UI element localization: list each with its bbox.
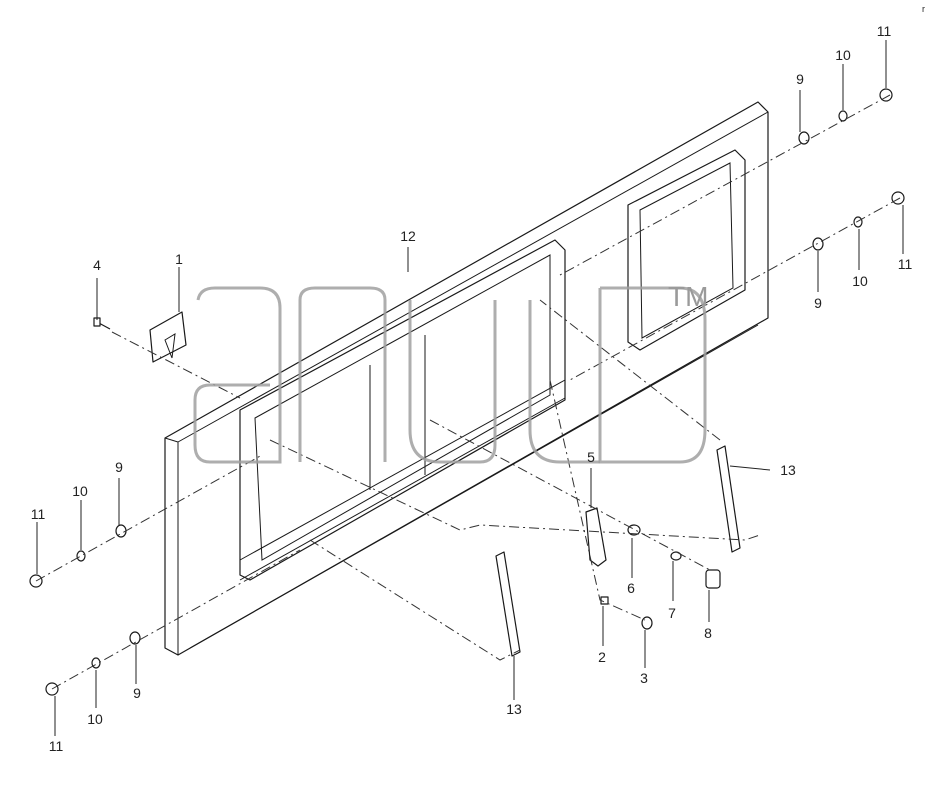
callout-9-mid-right: 9 — [814, 295, 822, 311]
bolt-4 — [93, 317, 111, 330]
callout-4: 4 — [93, 257, 101, 273]
gas-strut-left — [495, 551, 521, 657]
assembly-lines — [35, 94, 901, 690]
callout-9-left-lower: 9 — [133, 685, 141, 701]
callout-11-mid-right: 11 — [898, 256, 913, 272]
callout-11-top-right: 11 — [877, 23, 892, 39]
callout-labels: 1 2 3 4 5 6 7 8 9 9 9 9 10 10 10 10 11 1… — [31, 23, 913, 754]
watermark-logo: TM — [193, 281, 708, 464]
callout-10-top-right: 10 — [835, 47, 851, 63]
nut-7 — [670, 551, 682, 561]
gas-strut-right — [716, 445, 741, 553]
leader-lines — [36, 40, 904, 736]
callout-13-bottom: 13 — [506, 701, 522, 717]
callout-8: 8 — [704, 625, 712, 641]
handle-strap — [585, 507, 607, 567]
callout-7: 7 — [668, 605, 676, 621]
callout-3: 3 — [640, 670, 648, 686]
callout-11-left-upper: 11 — [31, 506, 46, 522]
door-panel — [164, 101, 769, 656]
callout-10-left-upper: 10 — [72, 483, 88, 499]
callout-1: 1 — [175, 251, 183, 267]
nut-3 — [641, 616, 653, 630]
washers-nuts-top-right — [798, 88, 905, 251]
callout-11-left-lower: 11 — [49, 738, 64, 754]
trademark-text: TM — [668, 281, 708, 312]
callout-6: 6 — [627, 580, 635, 596]
washers-nuts-left — [29, 524, 141, 696]
latch-handle — [149, 311, 187, 363]
callout-10-mid-right: 10 — [852, 273, 868, 289]
callout-2: 2 — [598, 649, 606, 665]
callout-13-right: 13 — [780, 462, 796, 478]
callout-10-left-lower: 10 — [87, 711, 103, 727]
corner-mark: r — [922, 4, 925, 14]
callout-9-left-upper: 9 — [115, 459, 123, 475]
callout-12: 12 — [400, 228, 416, 244]
callout-9-top-right: 9 — [796, 71, 804, 87]
callout-5: 5 — [587, 449, 595, 465]
pin-8 — [705, 569, 721, 589]
